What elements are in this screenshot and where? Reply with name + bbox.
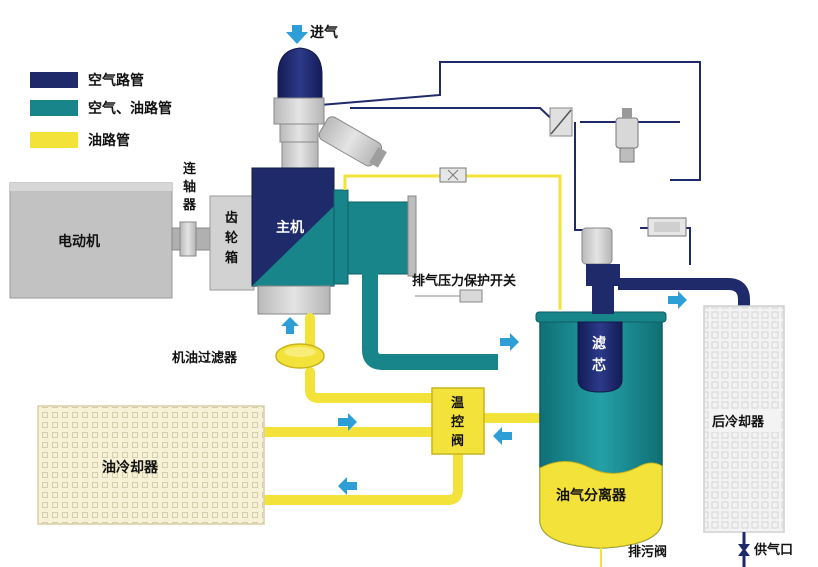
motor-label: 电动机: [58, 233, 100, 250]
flow-arrows: [281, 291, 687, 495]
legend-label-oil: 油路管: [88, 132, 130, 149]
flow-arrow-icon: [338, 413, 357, 431]
flow-arrow-icon: [281, 317, 299, 334]
svg-text:控: 控: [451, 414, 464, 430]
min-pressure-valve: [581, 227, 620, 314]
solenoid-valve: [615, 108, 639, 163]
drain-valve-label: 排污阀: [628, 544, 667, 560]
svg-text:箱: 箱: [225, 250, 238, 266]
legend-label-air-oil: 空气、油路管: [88, 100, 172, 117]
pressure-valve: [647, 217, 687, 237]
svg-text:轮: 轮: [225, 230, 238, 246]
oil-cooler-label: 油冷却器: [102, 459, 159, 476]
filter-element: [577, 321, 623, 393]
flow-arrow-icon: [493, 427, 512, 445]
unloader-valve: [549, 107, 573, 137]
intake-actuator: [318, 116, 387, 168]
coupling-label-2: 轴: [183, 179, 196, 195]
air-to-aftercooler-pipe: [618, 278, 750, 306]
oil-gas-separator: 油气分离器 滤 芯: [535, 311, 667, 549]
air-supply-outlet: 供气口: [738, 532, 793, 567]
flow-arrow-icon: [668, 291, 687, 309]
intake-valve-body: [273, 97, 325, 125]
oil-filter-to-thermo: [305, 367, 437, 403]
discharge-pipe: [362, 270, 498, 370]
control-line-top: [319, 61, 701, 181]
main-unit: 主机: [251, 167, 417, 315]
air-intake: 进气: [273, 24, 387, 169]
main-unit-label: 主机: [276, 219, 304, 236]
control-line-down: [574, 122, 595, 231]
svg-text:阀: 阀: [451, 433, 464, 449]
coupling-label-1: 连: [183, 161, 197, 177]
aftercooler-label: 后冷却器: [712, 414, 765, 430]
flow-arrow-icon: [338, 477, 357, 495]
thermostatic-valve: 温 控 阀: [431, 387, 485, 455]
outlet-label: 供气口: [753, 542, 793, 558]
svg-text:滤: 滤: [592, 335, 606, 352]
legend-label-air: 空气路管: [88, 72, 144, 89]
oil-filter-label: 机油过滤器: [172, 350, 238, 366]
intake-arrow-icon: [286, 25, 308, 44]
control-line-mid: [350, 107, 556, 123]
motor: 电动机: [9, 182, 173, 299]
legend: 空气路管 空气、油路管 油路管: [30, 72, 172, 149]
oil-stop-valve: [439, 167, 467, 183]
intake-filter: [277, 47, 323, 99]
svg-text:温: 温: [451, 396, 464, 411]
aftercooler: 后冷却器: [703, 305, 785, 533]
coupling: 连 轴 器: [171, 161, 211, 257]
oil-cooler: 油冷却器: [37, 405, 265, 525]
oil-filter: [275, 343, 325, 369]
intake-label: 进气: [310, 24, 338, 41]
svg-text:齿: 齿: [225, 210, 238, 226]
coupling-label-3: 器: [182, 198, 197, 213]
pressure-switch: [459, 289, 483, 303]
svg-text:芯: 芯: [592, 357, 606, 374]
separator-label: 油气分离器: [556, 487, 627, 504]
flow-arrow-icon: [500, 333, 519, 351]
gearbox: 齿 轮 箱: [209, 195, 255, 291]
legend-swatch-air: [30, 72, 78, 88]
legend-swatch-air-oil: [30, 100, 78, 116]
pressure-switch-label: 排气压力保护开关: [412, 273, 516, 289]
legend-swatch-oil: [30, 132, 78, 148]
cooler-to-thermo-bottom: [257, 447, 463, 505]
